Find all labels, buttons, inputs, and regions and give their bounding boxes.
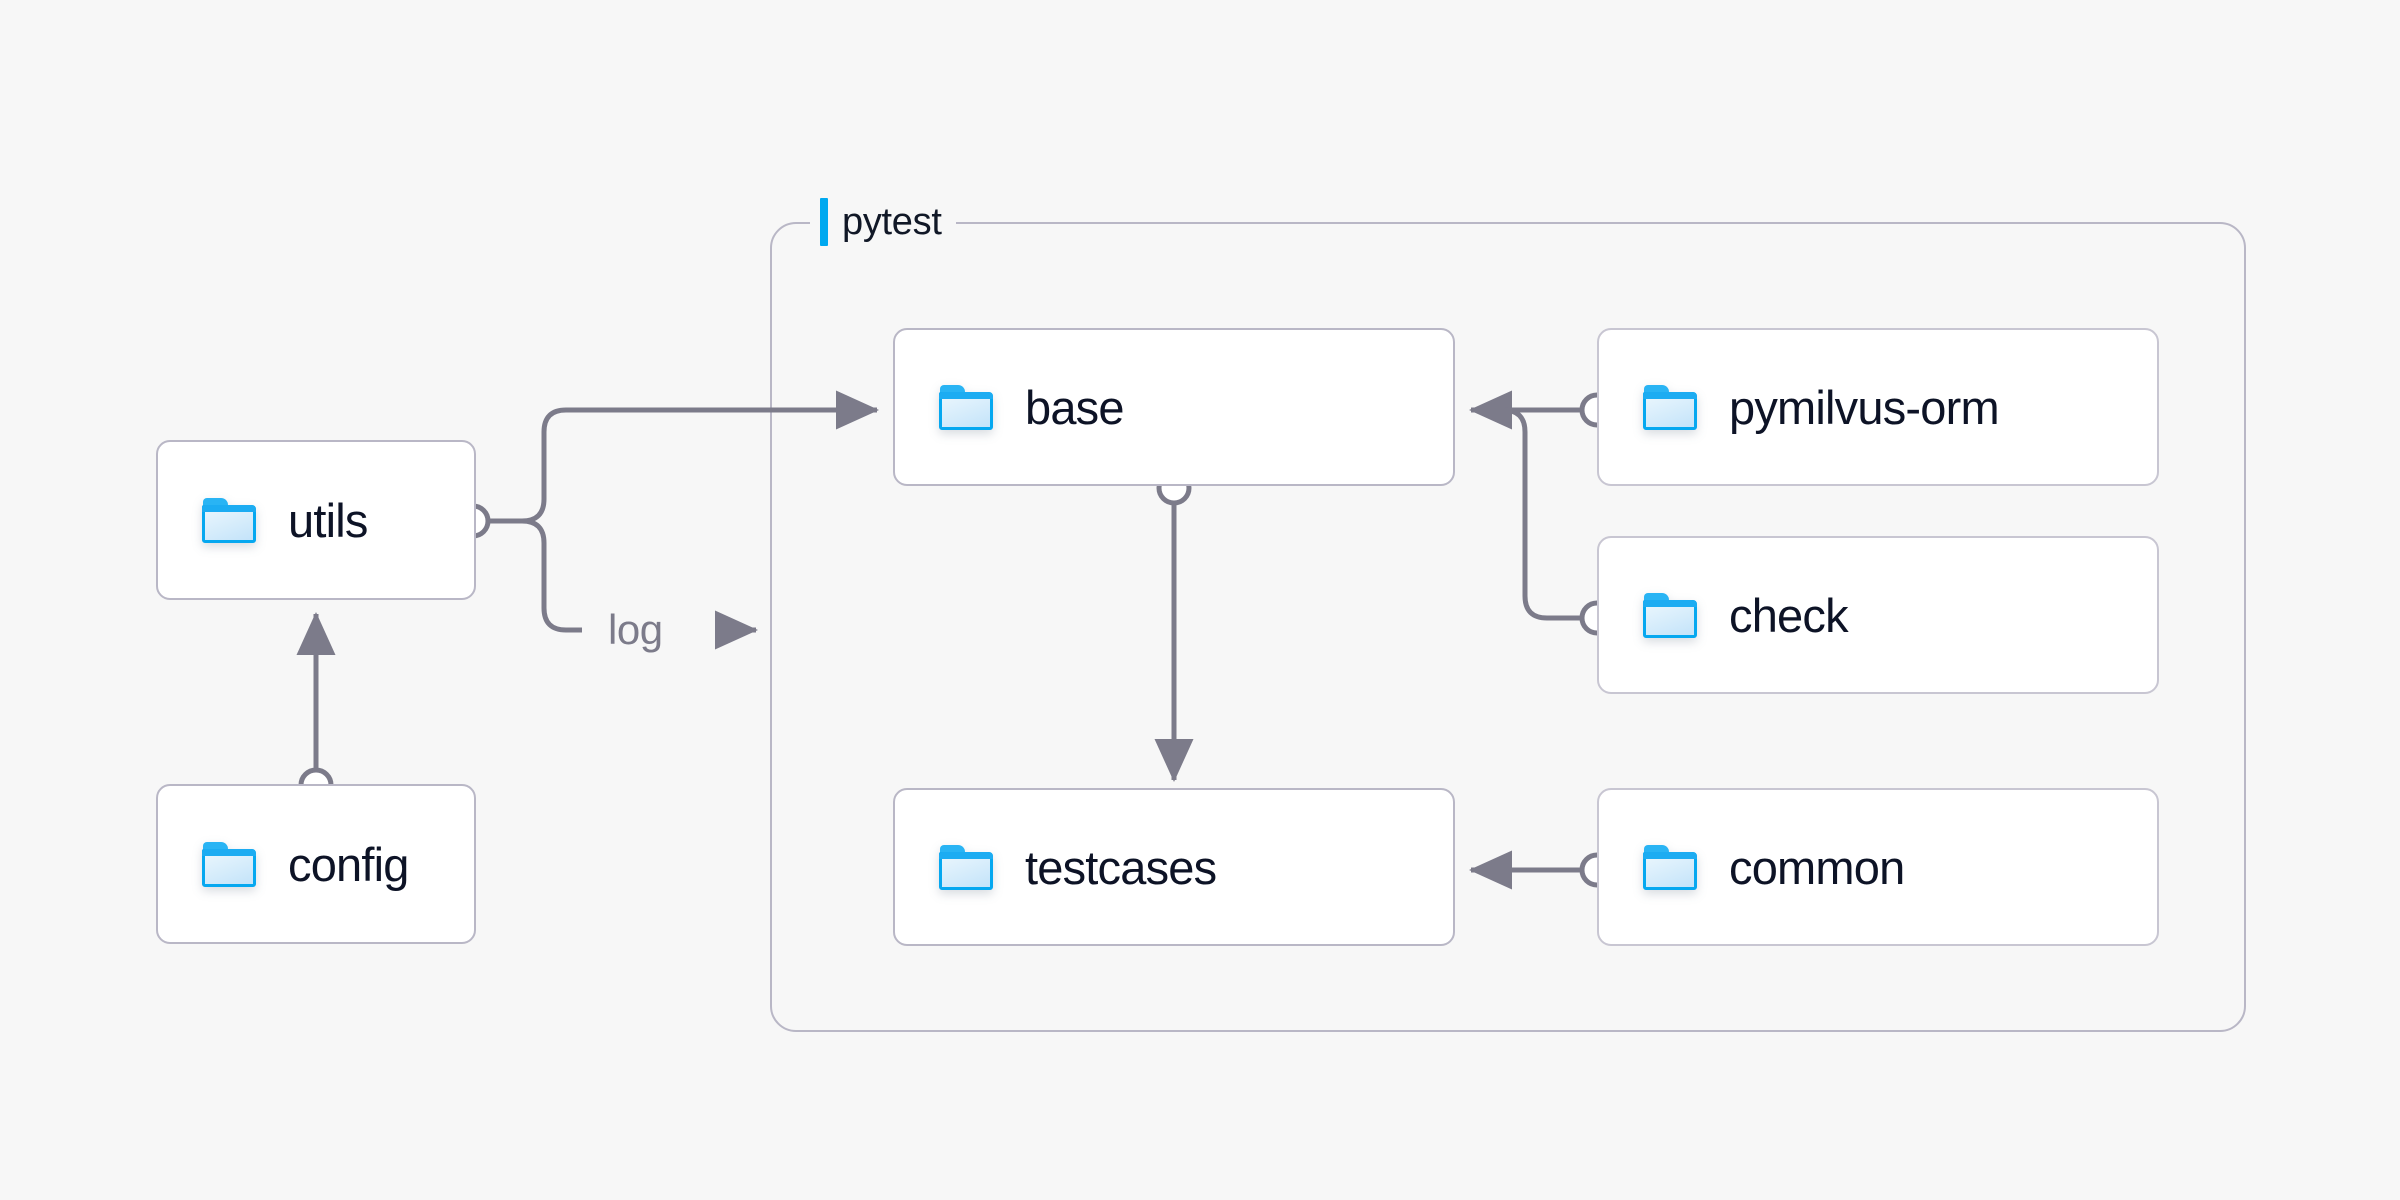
folder-icon: [1643, 592, 1697, 638]
node-utils-label: utils: [288, 493, 368, 547]
folder-icon: [1643, 384, 1697, 430]
node-pymilvus-orm-label: pymilvus-orm: [1729, 380, 2000, 434]
edge-label-log: log: [598, 606, 673, 654]
node-config-label: config: [288, 837, 409, 891]
node-common-label: common: [1729, 840, 1905, 894]
edge-utils-log: [487, 518, 582, 633]
group-pytest-label: pytest: [810, 196, 956, 248]
folder-icon: [939, 844, 993, 890]
node-pymilvus-orm[interactable]: pymilvus-orm: [1597, 328, 2159, 486]
node-check-label: check: [1729, 588, 1849, 642]
node-common[interactable]: common: [1597, 788, 2159, 946]
node-check[interactable]: check: [1597, 536, 2159, 694]
node-base-label: base: [1025, 380, 1125, 434]
group-pytest-title: pytest: [842, 200, 942, 243]
accent-bar-icon: [820, 198, 828, 246]
folder-icon: [202, 841, 256, 887]
folder-icon: [1643, 844, 1697, 890]
node-base[interactable]: base: [893, 328, 1455, 486]
node-testcases[interactable]: testcases: [893, 788, 1455, 946]
node-utils[interactable]: utils: [156, 440, 476, 600]
folder-icon: [939, 384, 993, 430]
group-pytest[interactable]: [770, 222, 2246, 1032]
node-config[interactable]: config: [156, 784, 476, 944]
node-testcases-label: testcases: [1025, 840, 1217, 894]
folder-icon: [202, 497, 256, 543]
